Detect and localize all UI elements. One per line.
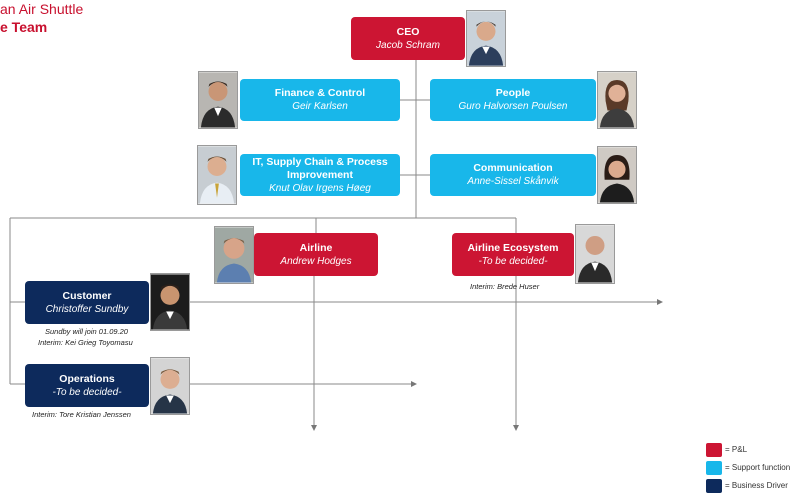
finance-name: Geir Karlsen — [292, 101, 348, 112]
customer-box: Customer Christoffer Sundby — [25, 281, 149, 324]
ecosystem-box: Airline Ecosystem -To be decided- — [452, 233, 574, 276]
operations-name: -To be decided- — [52, 386, 122, 398]
operations-role: Operations — [59, 372, 115, 385]
finance-photo — [198, 71, 238, 129]
title-line-1: an Air Shuttle — [0, 1, 84, 17]
communication-box: Communication Anne-Sissel Skånvik — [430, 154, 596, 196]
legend-swatch-support — [706, 461, 722, 475]
operations-photo — [150, 357, 190, 415]
airline-name: Andrew Hodges — [280, 255, 352, 267]
it-role: IT, Supply Chain & Process Improvement — [252, 155, 388, 181]
operations-box: Operations -To be decided- — [25, 364, 149, 407]
ecosystem-name: -To be decided- — [478, 255, 548, 267]
customer-join-note: Sundby will join 01.09.20 — [45, 327, 128, 336]
people-photo — [597, 71, 637, 129]
customer-interim-note: Interim: Kei Grieg Toyomasu — [38, 338, 133, 347]
airline-photo — [214, 226, 254, 284]
customer-photo — [150, 273, 190, 331]
customer-role: Customer — [62, 289, 112, 302]
finance-box: Finance & Control Geir Karlsen — [240, 79, 400, 121]
ceo-photo — [466, 10, 506, 67]
ceo-box: CEO Jacob Schram — [351, 17, 465, 60]
airline-box: Airline Andrew Hodges — [254, 233, 378, 276]
communication-role: Communication — [473, 162, 553, 174]
communication-name: Anne-Sissel Skånvik — [467, 176, 559, 187]
it-name: Knut Olav Irgens Høeg — [269, 182, 371, 194]
ceo-name: Jacob Schram — [376, 39, 440, 51]
legend-swatch-pl — [706, 443, 722, 457]
it-photo — [197, 145, 237, 205]
ecosystem-interim-note: Interim: Brede Huser — [470, 282, 540, 291]
ecosystem-role: Airline Ecosystem — [467, 241, 559, 254]
people-role: People — [495, 87, 531, 99]
legend-label-support: = Support function — [725, 463, 791, 472]
ecosystem-photo — [575, 224, 615, 284]
it-box: IT, Supply Chain & Process Improvement K… — [240, 154, 400, 196]
finance-role: Finance & Control — [274, 87, 366, 99]
ceo-role: CEO — [396, 25, 420, 38]
customer-name: Christoffer Sundby — [45, 303, 129, 315]
legend-label-pl: = P&L — [725, 445, 748, 454]
people-box: People Guro Halvorsen Poulsen — [430, 79, 596, 121]
legend-label-business: = Business Driver — [725, 481, 788, 490]
people-name: Guro Halvorsen Poulsen — [458, 101, 568, 112]
operations-interim-note: Interim: Tore Kristian Jenssen — [32, 410, 131, 419]
legend-swatch-business — [706, 479, 722, 493]
communication-photo — [597, 146, 637, 204]
title-line-2: e Team — [0, 19, 48, 35]
chart-title: an Air Shuttle e Team — [0, 0, 83, 36]
airline-role: Airline — [299, 241, 333, 254]
